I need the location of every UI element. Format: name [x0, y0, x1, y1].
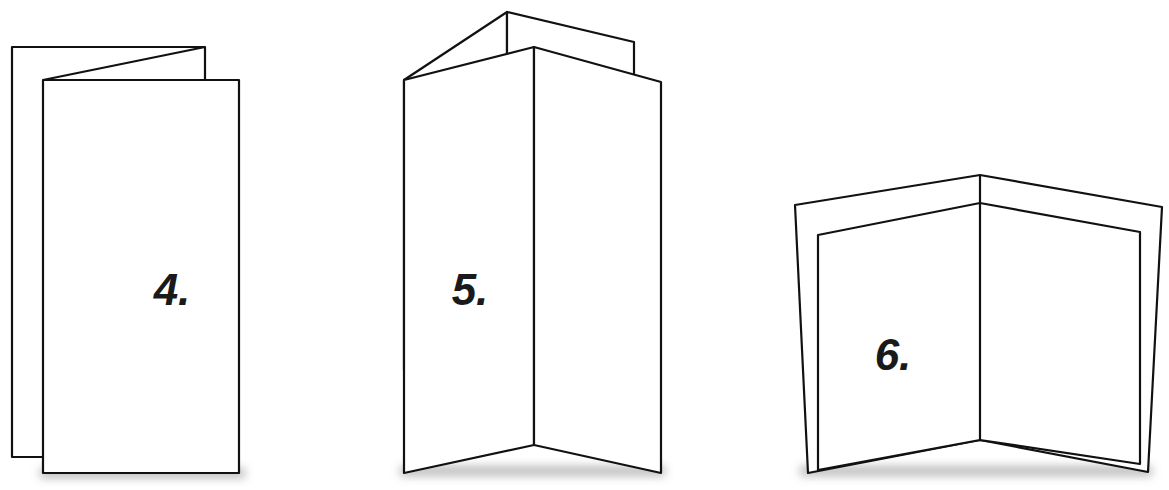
back-sheet: [795, 175, 1162, 473]
callout-number: 4.: [154, 268, 191, 312]
fold-edge: [43, 47, 205, 80]
shadow: [400, 466, 665, 476]
shadow: [800, 466, 1152, 476]
front-sheet: [818, 203, 1140, 470]
fold-line: [979, 203, 981, 440]
front-panel: [534, 47, 661, 473]
front-panel: [404, 47, 534, 473]
front-panel: [43, 80, 239, 473]
callout-number: 6.: [875, 333, 912, 377]
fold-line: [979, 175, 981, 203]
callout-number: 5.: [452, 268, 489, 312]
